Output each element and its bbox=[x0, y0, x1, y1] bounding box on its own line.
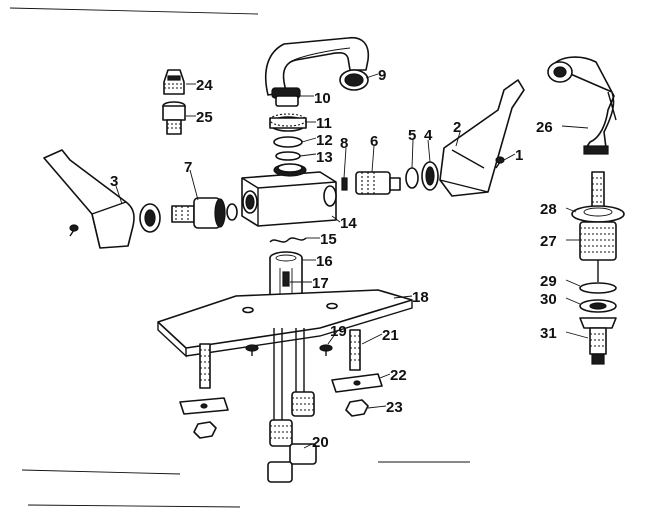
o-ring-part bbox=[273, 136, 303, 148]
bracket-part bbox=[179, 373, 383, 415]
callout-3: 3 bbox=[110, 173, 118, 190]
spray-mount-part bbox=[571, 171, 625, 365]
callout-20: 20 bbox=[312, 434, 329, 451]
clip-part bbox=[269, 237, 307, 243]
callout-10: 10 bbox=[314, 90, 331, 107]
callout-11: 11 bbox=[316, 115, 332, 132]
callout-8: 8 bbox=[340, 135, 348, 152]
leader-lines bbox=[115, 73, 589, 449]
callout-7: 7 bbox=[184, 159, 192, 176]
supply-tubes-part bbox=[273, 328, 305, 420]
valve-body-part bbox=[241, 163, 337, 227]
callout-4: 4 bbox=[424, 127, 433, 144]
callout-27: 27 bbox=[540, 233, 557, 250]
callout-24: 24 bbox=[196, 77, 213, 94]
scan-edge-top bbox=[9, 7, 259, 15]
cartridge-small-part bbox=[163, 69, 185, 95]
callout-28: 28 bbox=[540, 201, 557, 218]
callout-17: 17 bbox=[312, 275, 329, 292]
callout-26: 26 bbox=[536, 119, 553, 136]
callout-16: 16 bbox=[316, 253, 333, 270]
stem-small-part bbox=[162, 101, 186, 135]
stud-part bbox=[199, 329, 361, 389]
spray-head-part bbox=[547, 56, 617, 155]
callout-5: 5 bbox=[408, 127, 416, 144]
washer-part bbox=[275, 151, 301, 161]
coupling-part bbox=[267, 391, 317, 483]
callout-21: 21 bbox=[382, 327, 399, 344]
base-plate-part bbox=[157, 289, 413, 358]
callout-19: 19 bbox=[330, 323, 347, 340]
callout-22: 22 bbox=[390, 367, 407, 384]
callout-23: 23 bbox=[386, 399, 403, 416]
callout-18: 18 bbox=[412, 289, 429, 306]
callout-1: 1 bbox=[515, 147, 523, 164]
left-cartridge-part bbox=[139, 197, 238, 233]
callout-25: 25 bbox=[196, 109, 213, 126]
callout-15: 15 bbox=[320, 231, 337, 248]
callout-29: 29 bbox=[540, 273, 557, 290]
callout-30: 30 bbox=[540, 291, 557, 308]
callout-31: 31 bbox=[540, 325, 557, 342]
nut-ring-part bbox=[269, 113, 307, 132]
left-handle-part bbox=[43, 149, 135, 249]
callout-13: 13 bbox=[316, 149, 333, 166]
callout-2: 2 bbox=[453, 119, 461, 136]
nut-part bbox=[193, 399, 369, 439]
callout-12: 12 bbox=[316, 132, 333, 149]
screw-part bbox=[245, 344, 333, 356]
callout-6: 6 bbox=[370, 133, 378, 150]
right-handle-part bbox=[439, 79, 525, 197]
right-cartridge-part bbox=[341, 161, 439, 195]
aerator-part bbox=[339, 69, 369, 91]
callout-9: 9 bbox=[378, 67, 386, 84]
scan-edge-bottom-left bbox=[21, 469, 181, 475]
callout-14: 14 bbox=[340, 215, 357, 232]
scan-edge-bottom bbox=[27, 504, 241, 508]
spout-part bbox=[264, 36, 370, 107]
